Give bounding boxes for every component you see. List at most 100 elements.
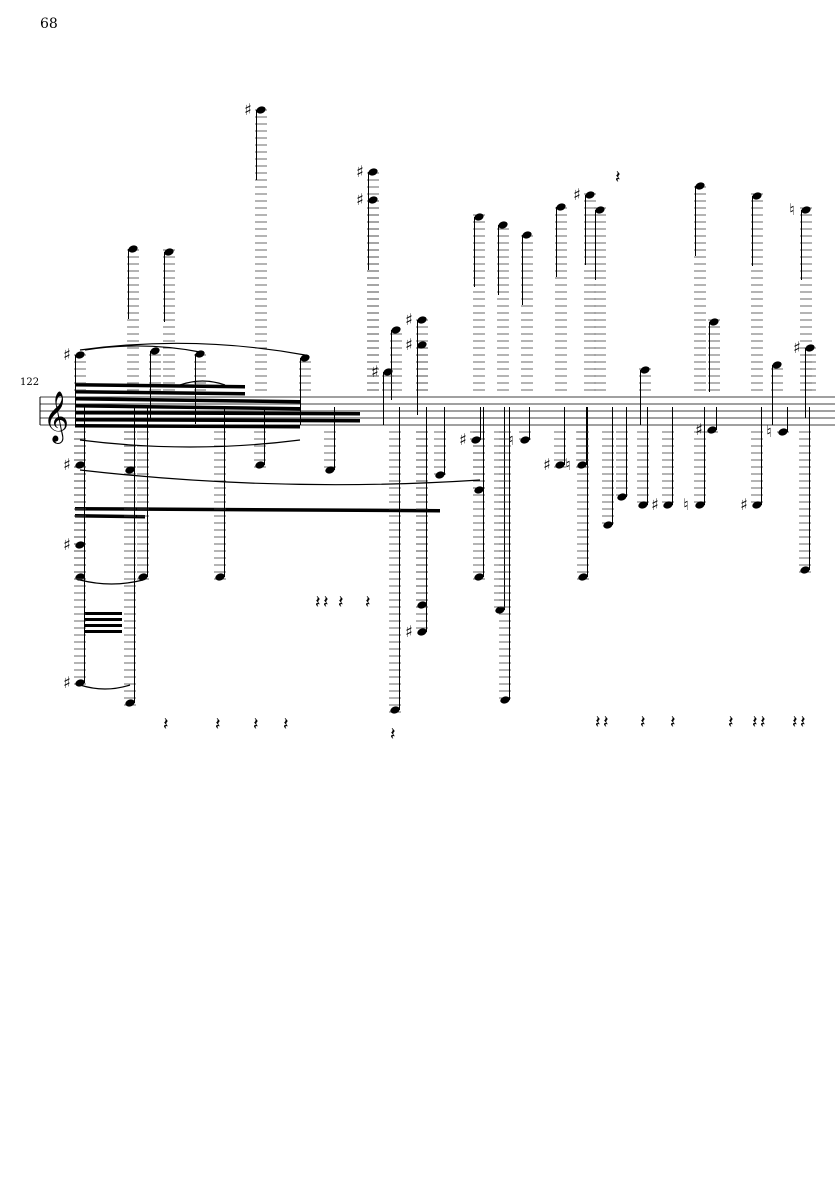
note-head	[800, 566, 810, 574]
note-head	[695, 501, 705, 509]
sharp-icon: ♯	[651, 495, 659, 514]
note-head	[474, 213, 484, 221]
quarter-rest-icon: 𝄽	[595, 712, 601, 733]
beam	[75, 397, 300, 404]
slur	[179, 380, 226, 386]
beam	[75, 507, 440, 513]
note-head	[195, 350, 205, 358]
quarter-rest-icon: 𝄽	[163, 714, 169, 735]
note-head	[368, 168, 378, 176]
quarter-rest-icon: 𝄽	[752, 712, 758, 733]
page-number: 68	[40, 16, 58, 32]
note-head	[128, 245, 138, 253]
sharp-icon: ♯	[793, 338, 801, 357]
beam	[75, 418, 360, 423]
note-head	[555, 461, 565, 469]
sharp-icon: ♯	[63, 455, 71, 474]
natural-icon: ♮	[789, 200, 795, 219]
note-head	[417, 341, 427, 349]
quarter-rest-icon: 𝄽	[615, 167, 621, 188]
sharp-icon: ♯	[356, 190, 364, 209]
quarter-rest-icon: 𝄽	[800, 712, 806, 733]
note-head	[474, 573, 484, 581]
note-head	[500, 696, 510, 704]
note-head	[495, 606, 505, 614]
note-head	[707, 426, 717, 434]
note-head	[75, 541, 85, 549]
note-head	[603, 521, 613, 529]
quarter-rest-icon: 𝄽	[603, 712, 609, 733]
beam	[85, 618, 122, 621]
note-head	[471, 436, 481, 444]
note-head	[215, 573, 225, 581]
note-head	[640, 366, 650, 374]
note-head	[695, 182, 705, 190]
quarter-rest-icon: 𝄽	[253, 714, 259, 735]
sharp-icon: ♯	[405, 335, 413, 354]
note-head	[578, 573, 588, 581]
slur	[84, 345, 201, 353]
note-head	[474, 486, 484, 494]
slur	[79, 342, 306, 356]
quarter-rest-icon: 𝄽	[390, 724, 396, 745]
note-head	[75, 461, 85, 469]
note-head	[805, 344, 815, 352]
note-head	[638, 501, 648, 509]
note-head	[125, 699, 135, 707]
beam	[75, 404, 300, 411]
note-head	[255, 461, 265, 469]
slur	[79, 439, 301, 448]
note-head	[75, 679, 85, 687]
sharp-icon: ♯	[371, 362, 379, 381]
note-head	[556, 203, 566, 211]
note-head	[300, 354, 310, 362]
measure-number: 122	[20, 377, 40, 388]
quarter-rest-icon: 𝄽	[760, 712, 766, 733]
beam	[85, 612, 122, 615]
note-head	[417, 628, 427, 636]
note-head	[617, 493, 627, 501]
natural-icon: ♮	[565, 455, 571, 474]
note-head	[801, 206, 811, 214]
beam	[85, 630, 122, 633]
note-head	[383, 368, 393, 376]
natural-icon: ♮	[683, 495, 689, 514]
sharp-icon: ♯	[405, 622, 413, 641]
note-head	[368, 196, 378, 204]
beam	[75, 390, 245, 396]
quarter-rest-icon: 𝄽	[283, 714, 289, 735]
quarter-rest-icon: 𝄽	[323, 592, 329, 613]
note-head	[435, 471, 445, 479]
note-head	[663, 501, 673, 509]
beam	[75, 424, 300, 429]
sharp-icon: ♯	[740, 495, 748, 514]
note-head	[75, 351, 85, 359]
beam	[75, 514, 145, 519]
note-head	[498, 221, 508, 229]
note-head	[138, 573, 148, 581]
sharp-icon: ♯	[573, 185, 581, 204]
treble-clef-icon: 𝄞	[43, 391, 69, 444]
note-head	[125, 466, 135, 474]
natural-icon: ♮	[766, 422, 772, 441]
beam	[75, 383, 245, 389]
note-head	[256, 106, 266, 114]
note-head	[752, 192, 762, 200]
quarter-rest-icon: 𝄽	[640, 712, 646, 733]
quarter-rest-icon: 𝄽	[365, 592, 371, 613]
slur	[79, 469, 481, 486]
note-head	[391, 326, 401, 334]
quarter-rest-icon: 𝄽	[315, 592, 321, 613]
quarter-rest-icon: 𝄽	[338, 592, 344, 613]
natural-icon: ♮	[508, 430, 514, 449]
note-head	[752, 501, 762, 509]
sharp-icon: ♯	[459, 430, 467, 449]
beam	[75, 411, 360, 416]
sharp-icon: ♯	[695, 420, 703, 439]
note-head	[522, 231, 532, 239]
quarter-rest-icon: 𝄽	[215, 714, 221, 735]
note-head	[164, 248, 174, 256]
note-head	[325, 466, 335, 474]
note-head	[520, 436, 530, 444]
